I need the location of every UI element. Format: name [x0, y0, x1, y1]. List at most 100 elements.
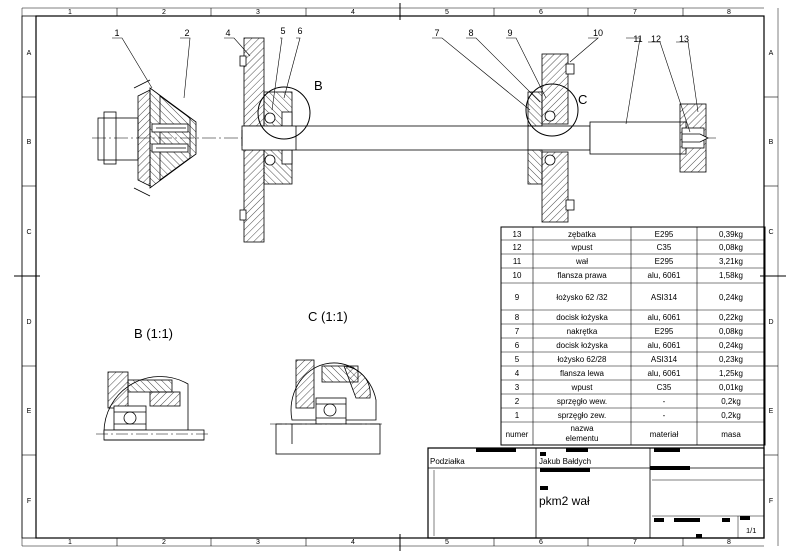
cell-nazwa: nakrętka	[567, 327, 598, 336]
cell-nazwa: flansza lewa	[560, 369, 605, 378]
cell-numer: 9	[515, 293, 520, 302]
header-material: materiał	[650, 430, 679, 439]
part-number: 7	[434, 28, 439, 38]
cell-material: ASI314	[651, 355, 678, 364]
zone-col-label: 1	[68, 9, 72, 16]
table-row: 9 łożysko 62 /32 ASI314 0,24kg	[515, 293, 743, 302]
title-block	[427, 447, 765, 539]
cell-numer: 6	[515, 341, 520, 350]
cell-material: alu, 6061	[648, 369, 681, 378]
cell-numer: 1	[515, 411, 520, 420]
cell-material: E295	[655, 257, 674, 266]
table-row: 2 sprzęgło wew. - 0,2kg	[515, 397, 741, 406]
detail-b-marker: B	[314, 78, 323, 93]
cell-nazwa: sprzęgło wew.	[557, 397, 607, 406]
zone-labels-bottom: 1 2 3 4 5 6 7 8	[68, 539, 731, 546]
cell-masa: 1,25kg	[719, 369, 743, 378]
zone-col-label: 1	[68, 539, 72, 546]
zone-col-label: 2	[162, 539, 166, 546]
zone-col-label: 3	[256, 539, 260, 546]
cell-numer: 4	[515, 369, 520, 378]
zone-col-label: 5	[445, 539, 449, 546]
cell-masa: 0,23kg	[719, 355, 743, 364]
table-row: 5 łożysko 62/28 ASI314 0,23kg	[515, 355, 743, 364]
cell-numer: 7	[515, 327, 520, 336]
part-number-labels: 1 2 4 5 6 7 8 9 10 11 12 13	[114, 26, 689, 44]
zone-row-label: A	[769, 50, 774, 57]
table-row: 1 sprzęgło zew. - 0,2kg	[515, 411, 741, 420]
zone-labels-left: A B C D E F	[26, 50, 31, 505]
cell-material: C35	[657, 243, 672, 252]
zone-col-label: 8	[727, 539, 731, 546]
cell-masa: 0,2kg	[721, 397, 741, 406]
shaft	[241, 121, 687, 155]
cell-masa: 0,01kg	[719, 383, 743, 392]
part-number: 10	[593, 28, 603, 38]
zone-col-label: 8	[727, 9, 731, 16]
cell-numer: 8	[515, 313, 520, 322]
cell-numer: 5	[515, 355, 520, 364]
cell-masa: 0,39kg	[719, 230, 743, 239]
header-nazwa-line2: elementu	[566, 434, 599, 443]
zone-col-label: 2	[162, 9, 166, 16]
leader-lines	[112, 37, 699, 133]
author-name: Jakub Bałdych	[539, 457, 591, 466]
zone-labels-right: A B C D E F	[768, 50, 773, 505]
zone-col-label: 7	[633, 539, 637, 546]
cell-numer: 3	[515, 383, 520, 392]
main-assembly-view	[92, 37, 716, 243]
cell-material: ASI314	[651, 293, 678, 302]
zone-row-label: A	[27, 50, 32, 57]
cell-material: E295	[655, 327, 674, 336]
table-row: 12 wpust C35 0,08kg	[513, 243, 743, 252]
part-number: 11	[633, 34, 642, 44]
cell-masa: 0,22kg	[719, 313, 743, 322]
detail-c-view	[270, 359, 384, 455]
cell-material: alu, 6061	[648, 271, 681, 280]
cell-numer: 11	[513, 257, 522, 266]
part-number: 13	[679, 34, 689, 44]
cell-masa: 1,58kg	[719, 271, 743, 280]
zone-row-label: E	[769, 408, 774, 415]
zone-row-label: D	[768, 319, 773, 326]
zone-col-label: 4	[351, 9, 355, 16]
cell-numer: 13	[513, 230, 522, 239]
table-row: 3 wpust C35 0,01kg	[515, 383, 743, 392]
header-nazwa-line1: nazwa	[570, 424, 594, 433]
zone-row-label: E	[27, 408, 32, 415]
scale-label: Podziałka	[430, 457, 465, 466]
gear	[679, 103, 709, 173]
cell-numer: 2	[515, 397, 520, 406]
zone-row-label: D	[26, 319, 31, 326]
cell-masa: 0,24kg	[719, 293, 743, 302]
table-row: 10 flansza prawa alu, 6061 1,58kg	[513, 271, 743, 280]
cell-nazwa: zębatka	[568, 230, 597, 239]
part-number: 1	[114, 28, 119, 38]
part-number: 6	[297, 26, 302, 36]
coupling	[97, 79, 197, 197]
part-number: 2	[184, 28, 189, 38]
parts-list-table	[500, 226, 766, 446]
zone-row-label: F	[769, 498, 773, 505]
table-row: 4 flansza lewa alu, 6061 1,25kg	[515, 369, 743, 378]
zone-col-label: 3	[256, 9, 260, 16]
table-row: 7 nakrętka E295 0,08kg	[515, 327, 743, 336]
parts-list-rows: 13 zębatka E295 0,39kg 12 wpust C35 0,08…	[506, 230, 743, 443]
table-row: 11 wał E295 3,21kg	[513, 257, 743, 266]
cell-nazwa: łożysko 62 /32	[556, 293, 608, 302]
zone-col-label: 6	[539, 539, 543, 546]
zone-col-label: 5	[445, 9, 449, 16]
zone-labels-top: 1 2 3 4 5 6 7 8	[68, 9, 731, 16]
cell-masa: 3,21kg	[719, 257, 743, 266]
part-number: 12	[651, 34, 661, 44]
header-numer: numer	[506, 430, 529, 439]
header-masa: masa	[721, 430, 741, 439]
cell-nazwa: flansza prawa	[557, 271, 607, 280]
zone-row-label: B	[27, 139, 32, 146]
cell-numer: 10	[513, 271, 522, 280]
sheet-number: 1/1	[746, 526, 756, 535]
cell-nazwa: sprzęgło zew.	[558, 411, 606, 420]
table-row: 6 docisk łożyska alu, 6061 0,24kg	[515, 341, 743, 350]
cell-numer: 12	[513, 243, 522, 252]
